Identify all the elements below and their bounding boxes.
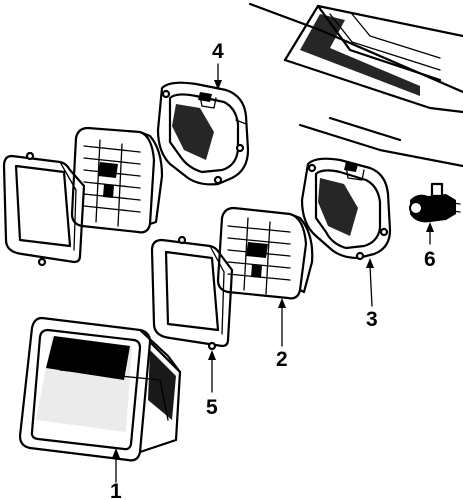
- headlamp-socket: [409, 182, 461, 223]
- sealed-beam-center: [216, 206, 314, 300]
- retaining-ring-center: [150, 235, 234, 351]
- callout-5: 5: [206, 396, 218, 419]
- sealed-beam-left: [70, 126, 164, 234]
- vehicle-front-body: [248, 2, 463, 168]
- callout-6: 6: [424, 248, 436, 271]
- retaining-ring-left: [2, 151, 86, 267]
- headlamp-bezel: [18, 316, 182, 462]
- callout-4: 4: [212, 40, 224, 63]
- callout-1: 1: [110, 480, 122, 500]
- headlamp-housing-upper: [156, 81, 250, 186]
- leader-lines: [112, 63, 434, 483]
- callout-2: 2: [276, 348, 288, 371]
- headlamp-housing-right: [300, 157, 392, 261]
- callout-3: 3: [366, 308, 378, 331]
